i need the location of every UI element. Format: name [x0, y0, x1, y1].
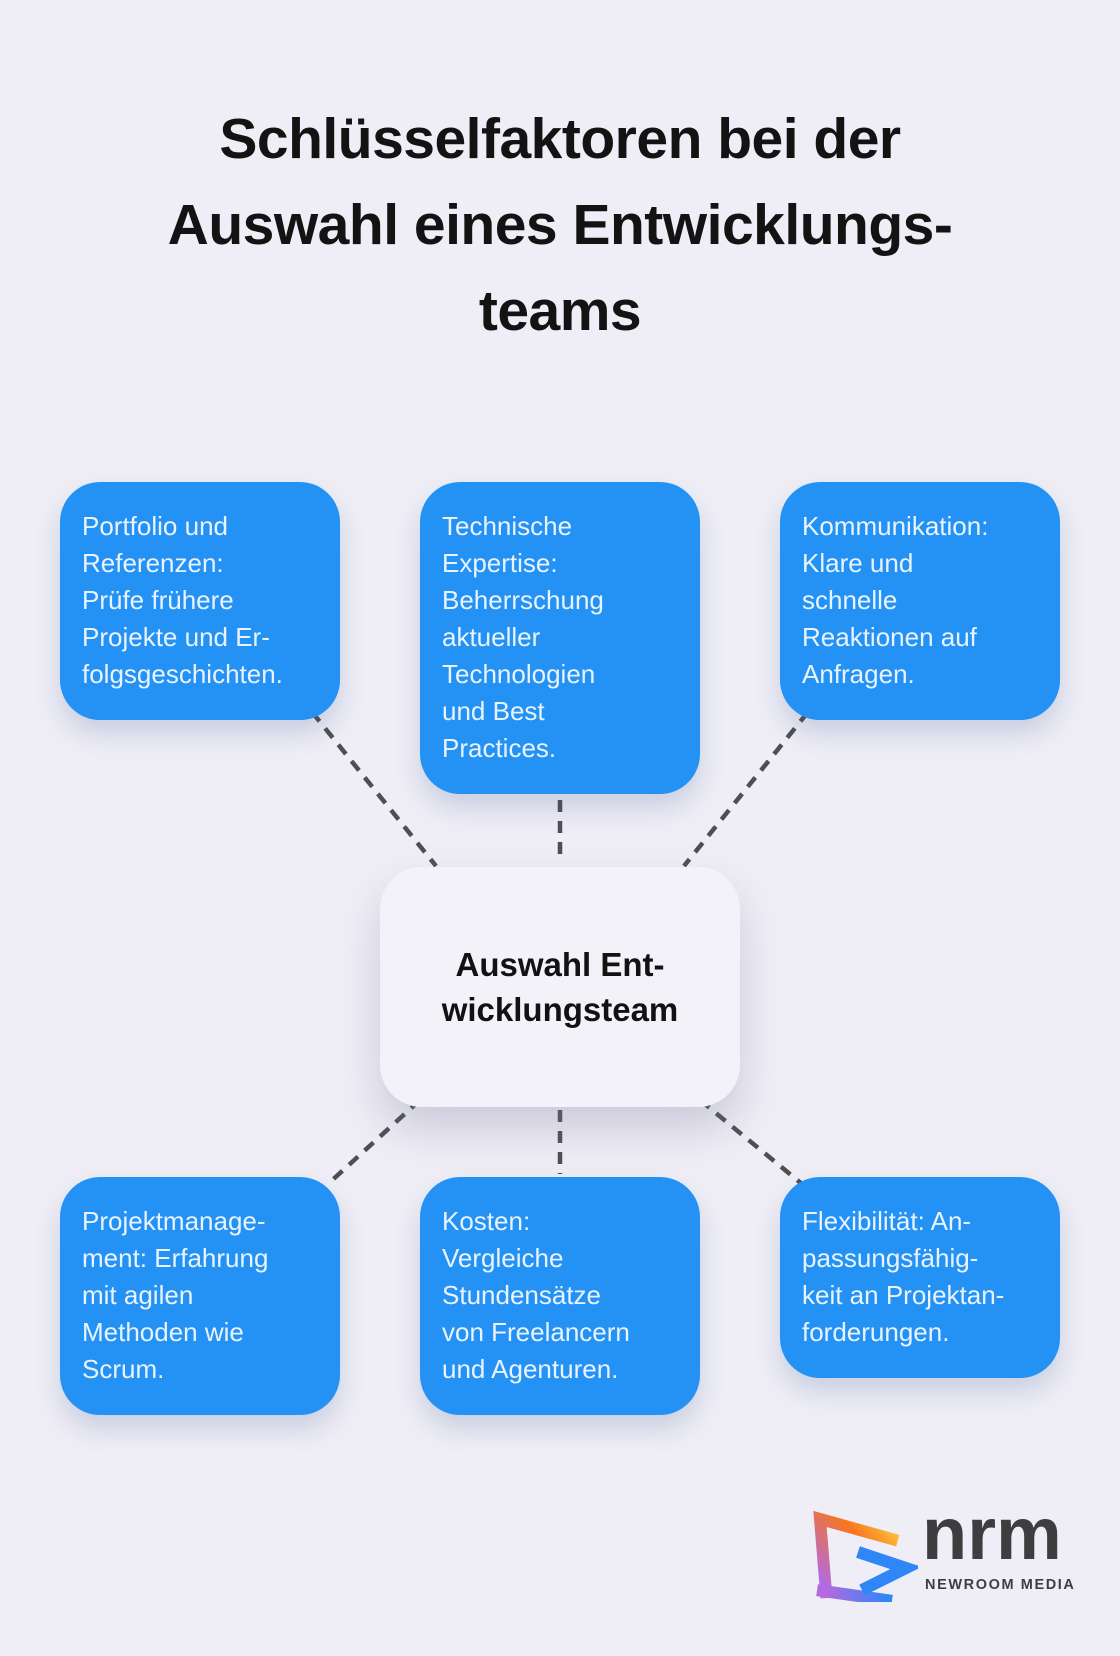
newroom-media-logo: nrm NEWROOM MEDIA: [806, 1492, 1074, 1608]
factor-card-portfolio: Portfolio und Referenzen: Prüfe frühere …: [60, 482, 340, 720]
factor-card-kommunikation: Kommunikation: Klare und schnelle Reakti…: [780, 482, 1060, 720]
connector-line-portfolio: [310, 710, 438, 868]
nrm-logo-icon: [813, 1510, 918, 1602]
connector-line-flexibilitaet: [698, 1098, 804, 1186]
center-node: Auswahl Ent- wicklungsteam: [380, 867, 740, 1107]
center-node-label: Auswahl Ent- wicklungsteam: [441, 946, 679, 1028]
factor-card-projektmanagement: Projektmanage- ment: Erfahrung mit agile…: [60, 1177, 340, 1415]
factor-card-flexibilitaet: Flexibilität: An- passungsfähig- keit an…: [780, 1177, 1060, 1378]
factor-card-expertise: Technische Expertise: Beherrschung aktue…: [420, 482, 700, 794]
page-title: Schlüsselfaktoren bei der Auswahl eines …: [167, 107, 953, 343]
connector-line-projektmanagement: [326, 1098, 422, 1186]
factor-card-kosten: Kosten: Vergleiche Stundensätze von Free…: [420, 1177, 700, 1415]
connector-line-kommunikation: [682, 710, 810, 868]
logo-company-name: NEWROOM MEDIA: [925, 1577, 1076, 1593]
logo-acronym: nrm: [922, 1492, 1062, 1575]
